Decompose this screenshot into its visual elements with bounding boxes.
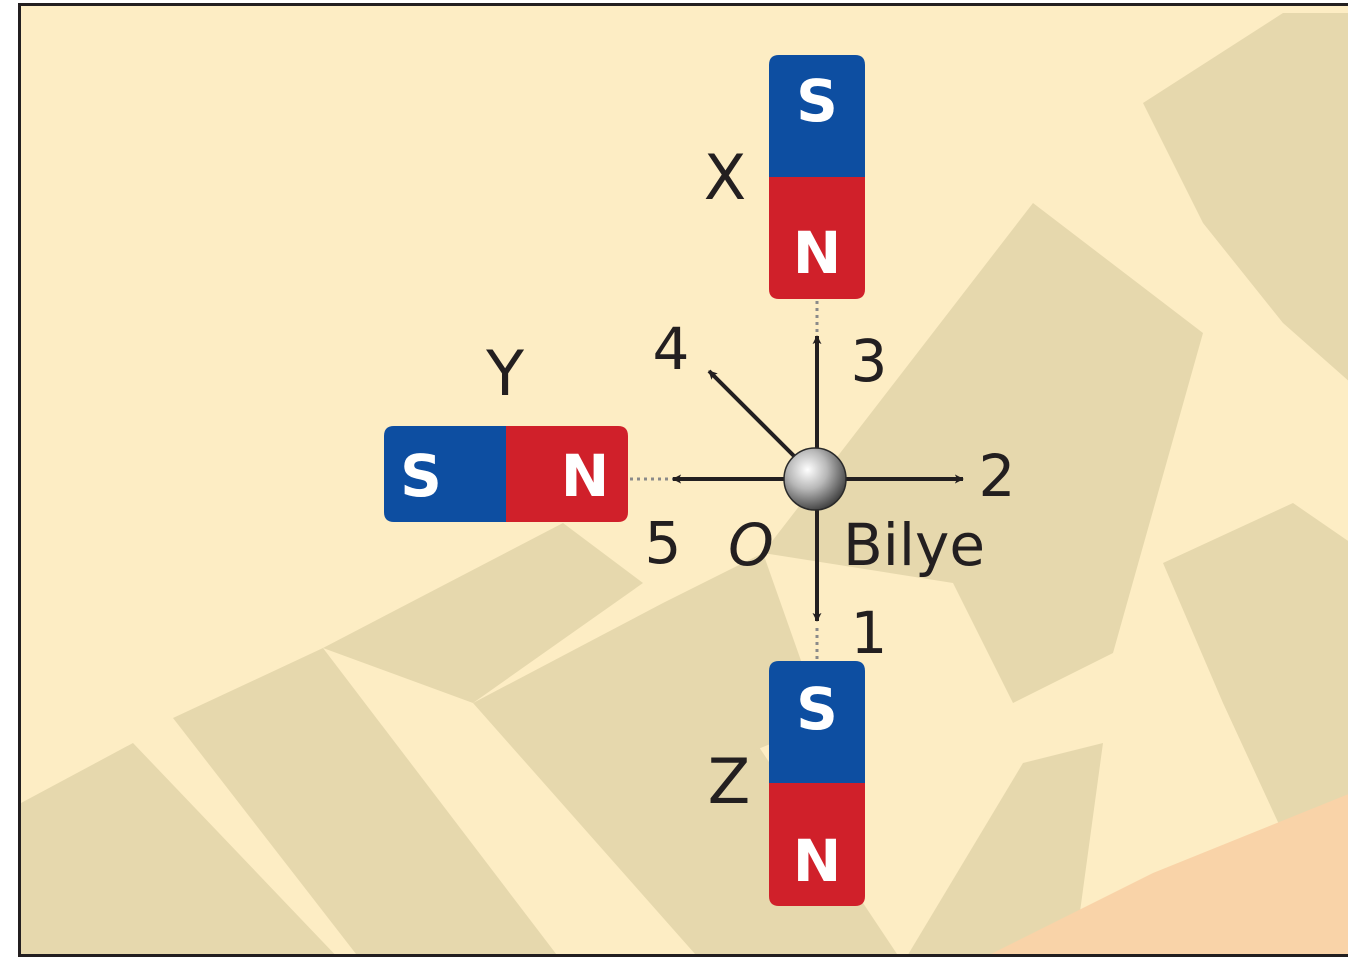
magnet-y-label: Y [485, 337, 524, 410]
arrow-4 [707, 369, 800, 462]
direction-label-4: 4 [653, 315, 690, 383]
magnet-z-north-label: N [793, 827, 842, 895]
magnet-x-label: X [704, 141, 746, 214]
magnet-y: S N [384, 426, 628, 522]
diagram-frame: S N X S N Y S N Z 1 2 3 4 5 O Bilye [18, 3, 1348, 957]
direction-label-5: 5 [645, 509, 682, 577]
ball [783, 447, 847, 511]
direction-label-1: 1 [851, 599, 888, 667]
direction-label-2: 2 [979, 442, 1016, 510]
magnet-z: S N [769, 661, 865, 906]
origin-label: O [728, 511, 774, 579]
magnet-z-label: Z [708, 745, 750, 818]
watermark-orange [991, 794, 1348, 954]
direction-label-3: 3 [851, 327, 888, 395]
watermark [21, 13, 1348, 954]
ball-label: Bilye [843, 511, 985, 579]
magnet-diagram: S N X S N Y S N Z 1 2 3 4 5 O Bilye [21, 13, 1348, 954]
magnet-y-south-label: S [400, 442, 442, 510]
guide-lines [630, 301, 819, 659]
magnet-x: S N [769, 55, 865, 299]
magnet-x-south-label: S [796, 67, 838, 135]
magnet-x-north-label: N [793, 219, 842, 287]
magnet-y-north-label: N [561, 442, 610, 510]
magnet-z-south-label: S [796, 675, 838, 743]
